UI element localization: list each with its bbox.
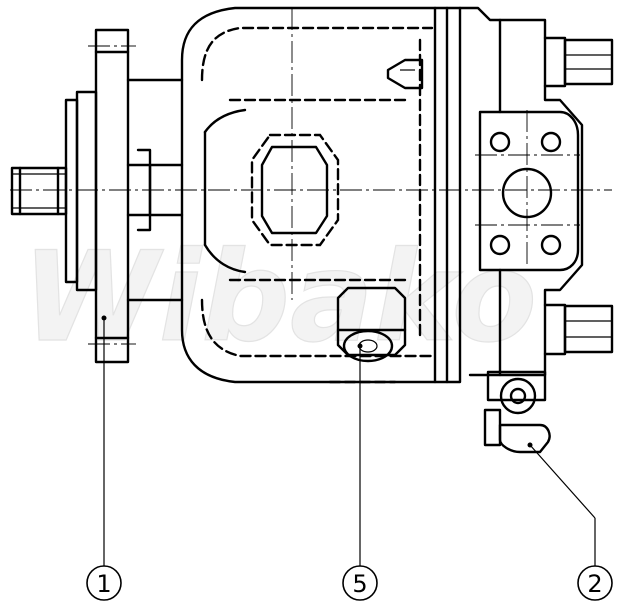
callout-label-2: 2	[587, 570, 602, 598]
callout-1: 1	[86, 565, 122, 601]
adjusting-screw	[483, 370, 551, 454]
drive-shaft	[10, 166, 68, 216]
housing-boss	[250, 133, 340, 247]
pressure-port	[501, 167, 553, 219]
bottom-bolt-head	[543, 303, 614, 356]
callout-label-1: 1	[96, 570, 111, 598]
center-lines	[10, 8, 612, 300]
drain-plug	[336, 286, 407, 363]
mounting-flange	[88, 28, 136, 364]
port-bolts	[489, 131, 562, 256]
housing-neck	[126, 78, 184, 302]
callout-2: 2	[577, 565, 613, 601]
top-bolt-head	[543, 36, 614, 88]
callout-label-5: 5	[352, 570, 367, 598]
watermark-text: Wibako	[22, 226, 537, 370]
leader-lines	[101, 315, 596, 567]
callout-5: 5	[342, 565, 378, 601]
main-housing	[180, 6, 462, 384]
